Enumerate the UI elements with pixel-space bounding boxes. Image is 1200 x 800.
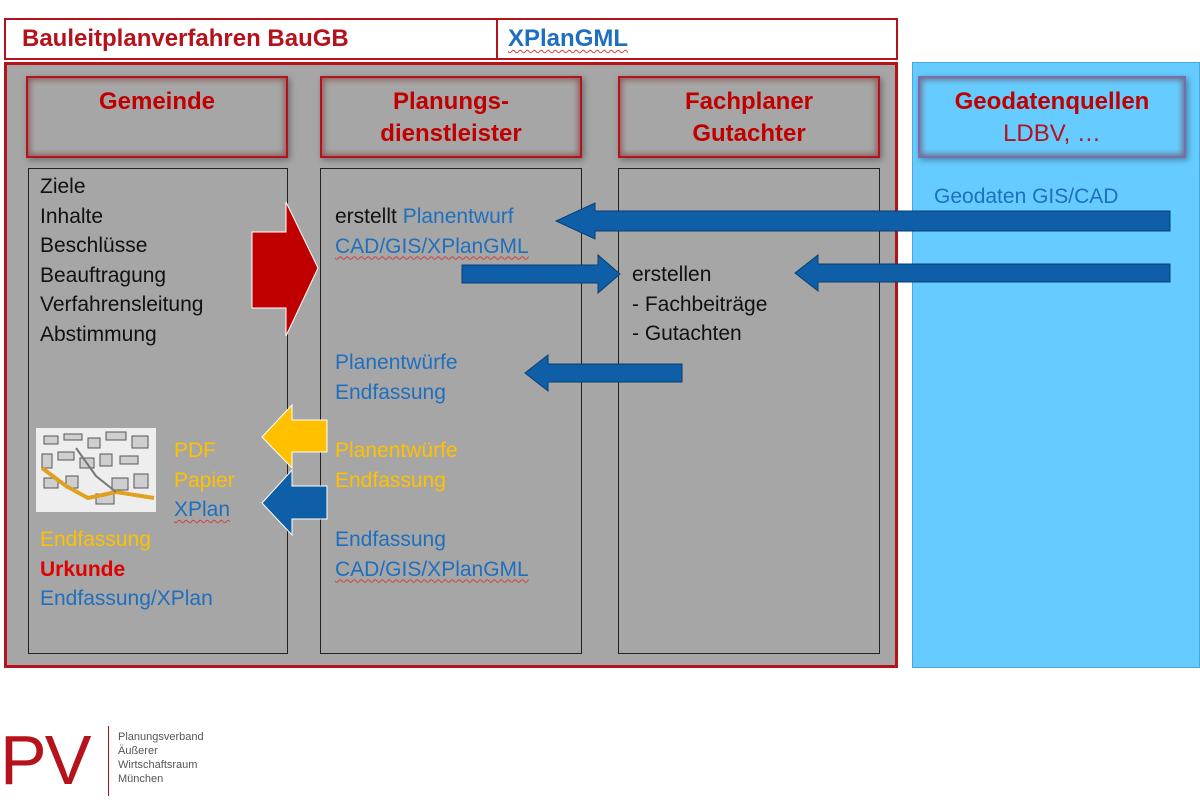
endfassung-2: Endfassung	[335, 468, 446, 492]
logo-line: Planungsverband	[118, 731, 204, 743]
role-dienstleister-line1: Planungs-	[392, 88, 509, 115]
gemeinde-task: Abstimmung	[40, 322, 157, 346]
logo-line: Äußerer	[118, 745, 158, 757]
logo-organization-name: Planungsverband Äußerer Wirtschaftsraum …	[118, 730, 204, 786]
planentwurf-text: Planentwurf	[402, 205, 514, 228]
format-papier: Papier	[174, 468, 235, 492]
lane-planungsdienstleister	[320, 168, 582, 654]
dienstleister-planentwurf: erstellt Planentwurf CAD/GIS/XPlanGML	[335, 202, 529, 261]
fachplaner-tasks: erstellen - Fachbeiträge - Gutachten	[632, 260, 767, 349]
erstellt-text: erstellt	[335, 205, 403, 228]
header-title-bauleitplanverfahren: Bauleitplanverfahren BauGB	[4, 18, 498, 60]
pv-logo-mark: PV	[0, 721, 91, 799]
gemeinde-urkunde: Urkunde	[40, 557, 126, 581]
header-title-xplangml: XPlanGML	[496, 18, 898, 60]
plan-map-image	[36, 428, 156, 512]
endfassung-xplan-text: Endfassung/XPlan	[40, 587, 213, 610]
fachplaner-erstellen: erstellen	[632, 263, 712, 286]
logo-divider	[108, 726, 109, 796]
role-planungsdienstleister: Planungs- dienstleister	[320, 76, 582, 158]
endfassung-3: Endfassung	[335, 528, 446, 551]
arrow-blue-to-gemeinde	[261, 468, 328, 537]
dienstleister-planentwuerfe-blue: Planentwürfe Endfassung	[335, 348, 458, 407]
planentwuerfe-1: Planentwürfe	[335, 351, 458, 374]
role-fachplaner-line1: Fachplaner	[684, 88, 814, 115]
planentwurf-line: erstellt Planentwurf	[335, 202, 529, 232]
geodaten-gis-cad: Geodaten GIS/CAD	[934, 185, 1119, 208]
fachplaner-fachbeitraege: - Fachbeiträge	[632, 292, 768, 316]
header-right-text: XPlanGML	[508, 25, 629, 52]
gemeinde-task: Beauftragung	[40, 263, 167, 287]
arrow-blue-geo-to-planentwurf	[554, 202, 1171, 240]
fachplaner-gutachten: - Gutachten	[632, 322, 742, 345]
role-geo-line1: Geodatenquellen	[954, 88, 1150, 115]
arrow-yellow-to-gemeinde	[261, 403, 328, 470]
lane-gemeinde	[28, 168, 288, 654]
gemeinde-task: Inhalte	[40, 204, 104, 228]
planentwuerfe-2: Planentwürfe	[335, 439, 458, 462]
logo-line: Wirtschaftsraum	[118, 759, 198, 771]
gemeinde-task-list: Ziele Inhalte Beschlüsse Beauftragung Ve…	[40, 172, 203, 349]
format-xplan: XPlan	[174, 498, 231, 521]
gemeinde-result: Endfassung Urkunde Endfassung/XPlan	[40, 525, 213, 614]
gemeinde-task: Beschlüsse	[40, 234, 148, 257]
role-geo-line2: LDBV, …	[1003, 120, 1101, 147]
endfassung-1: Endfassung	[335, 380, 446, 404]
arrow-blue-geo-to-erstellen	[794, 253, 1171, 293]
lane-fachplaner	[618, 168, 880, 654]
gemeinde-task: Ziele	[40, 175, 86, 198]
dienstleister-endfassung-final: Endfassung CAD/GIS/XPlanGML	[335, 525, 529, 584]
gemeinde-task: Verfahrensleitung	[40, 293, 204, 316]
format-pdf: PDF	[174, 439, 216, 462]
role-dienstleister-line2: dienstleister	[380, 120, 522, 147]
cad-gis-xplangml-1: CAD/GIS/XPlanGML	[335, 234, 529, 258]
arrow-blue-dienstleister-to-fachplaner	[461, 253, 621, 295]
header-left-text: Bauleitplanverfahren BauGB	[22, 25, 349, 52]
role-geodatenquellen: Geodatenquellen LDBV, …	[918, 76, 1186, 158]
gemeinde-endfassung: Endfassung	[40, 528, 151, 551]
role-fachplaner-line2: Gutachter	[692, 120, 806, 147]
role-fachplaner: Fachplaner Gutachter	[618, 76, 880, 158]
gemeinde-endfassung-xplan: Endfassung/XPlan	[40, 584, 213, 614]
arrow-blue-fachplaner-to-planentwuerfe	[524, 353, 683, 393]
dienstleister-planentwuerfe-yellow: Planentwürfe Endfassung	[335, 436, 458, 495]
geodaten-panel	[912, 62, 1200, 668]
cad-gis-xplangml-2: CAD/GIS/XPlanGML	[335, 557, 529, 581]
role-gemeinde: Gemeinde	[26, 76, 288, 158]
logo-line: München	[118, 773, 164, 785]
gemeinde-formats: PDF Papier XPlan	[174, 436, 235, 525]
role-gemeinde-label: Gemeinde	[98, 88, 216, 115]
arrow-red-gemeinde-to-dienstleister	[251, 201, 319, 337]
